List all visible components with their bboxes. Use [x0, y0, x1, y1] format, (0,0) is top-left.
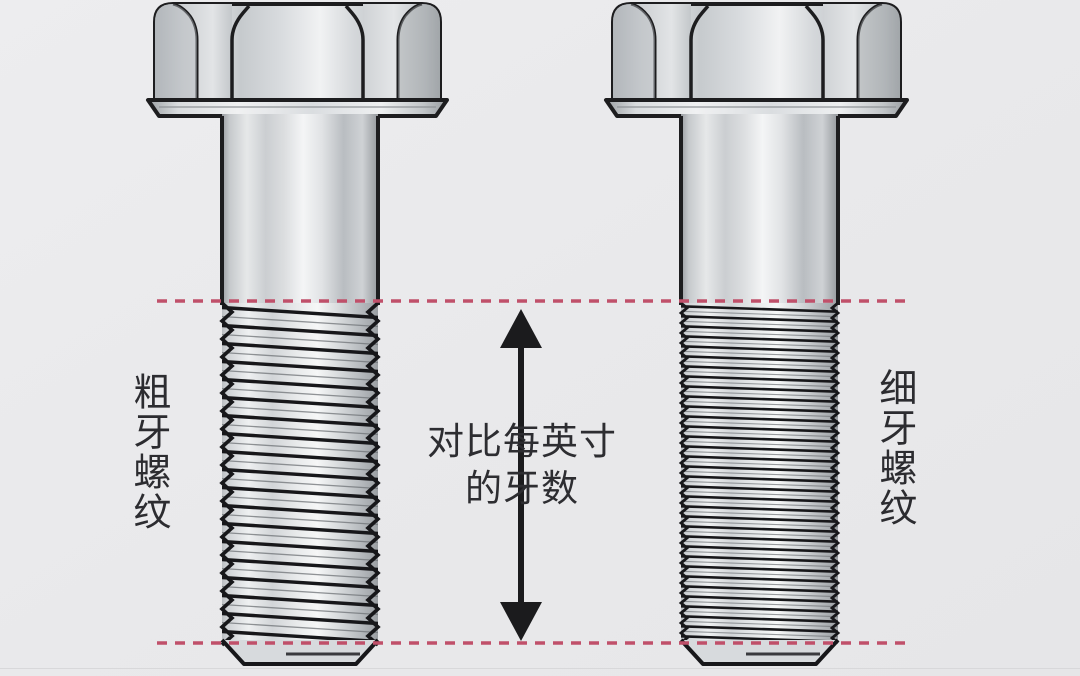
thread-profile-left	[219, 301, 235, 647]
hex-facet-right	[823, 4, 900, 100]
bolt-tip-chamfer	[220, 638, 380, 666]
fine-thread-label: 细牙螺纹	[872, 368, 917, 528]
thread-root-lines	[681, 310, 838, 658]
head-flange	[146, 98, 449, 118]
coarse-threaded-section	[219, 301, 381, 666]
fine-threaded-section	[678, 301, 841, 666]
head-flange	[604, 98, 909, 118]
coarse-thread-label: 粗牙螺纹	[126, 372, 171, 532]
thread-profile-right	[365, 301, 381, 647]
hex-chamfer-shade-left	[613, 4, 655, 100]
bolt-tip-chamfer	[679, 638, 840, 666]
hex-edge-left	[230, 4, 251, 100]
hex-edge-right	[344, 4, 365, 100]
hex-facet-left	[155, 4, 232, 100]
hex-chamfer-shade-right	[858, 4, 900, 100]
hex-chamfer-shade-left	[155, 4, 197, 100]
hex-chamfer-shade-right	[398, 4, 440, 100]
hex-chamfer-right	[856, 2, 883, 100]
caption-line-2: 的牙数	[465, 467, 579, 511]
fine-bolt-head	[604, 2, 909, 118]
thread-profile-left	[678, 301, 690, 645]
comparison-caption: 对比每英寸 的牙数	[418, 418, 626, 513]
threads-per-inch-arrow	[500, 309, 542, 641]
hex-chamfer-right	[396, 2, 423, 100]
hex-edge-right	[804, 4, 825, 100]
hex-facet-left	[613, 4, 691, 100]
arrow-down-icon	[500, 602, 542, 641]
thread-profile-right	[829, 301, 841, 645]
caption-line-1: 对比每英寸	[427, 420, 617, 463]
hex-edge-left	[689, 4, 710, 100]
fine-thread-bolt	[604, 2, 909, 666]
arrow-up-icon	[500, 309, 542, 348]
hex-chamfer-left	[172, 2, 199, 100]
shank-body	[222, 114, 378, 304]
coarse-thread-bolt	[146, 2, 449, 666]
hex-chamfer-left	[630, 2, 657, 100]
bottom-divider	[0, 668, 1080, 669]
coarse-bolt-head	[146, 2, 449, 118]
thread-root-lines	[222, 315, 378, 652]
coarse-bolt-shank	[220, 114, 380, 305]
fine-bolt-shank	[679, 114, 840, 305]
shank-body	[681, 114, 838, 304]
hex-facet-right	[363, 4, 440, 100]
